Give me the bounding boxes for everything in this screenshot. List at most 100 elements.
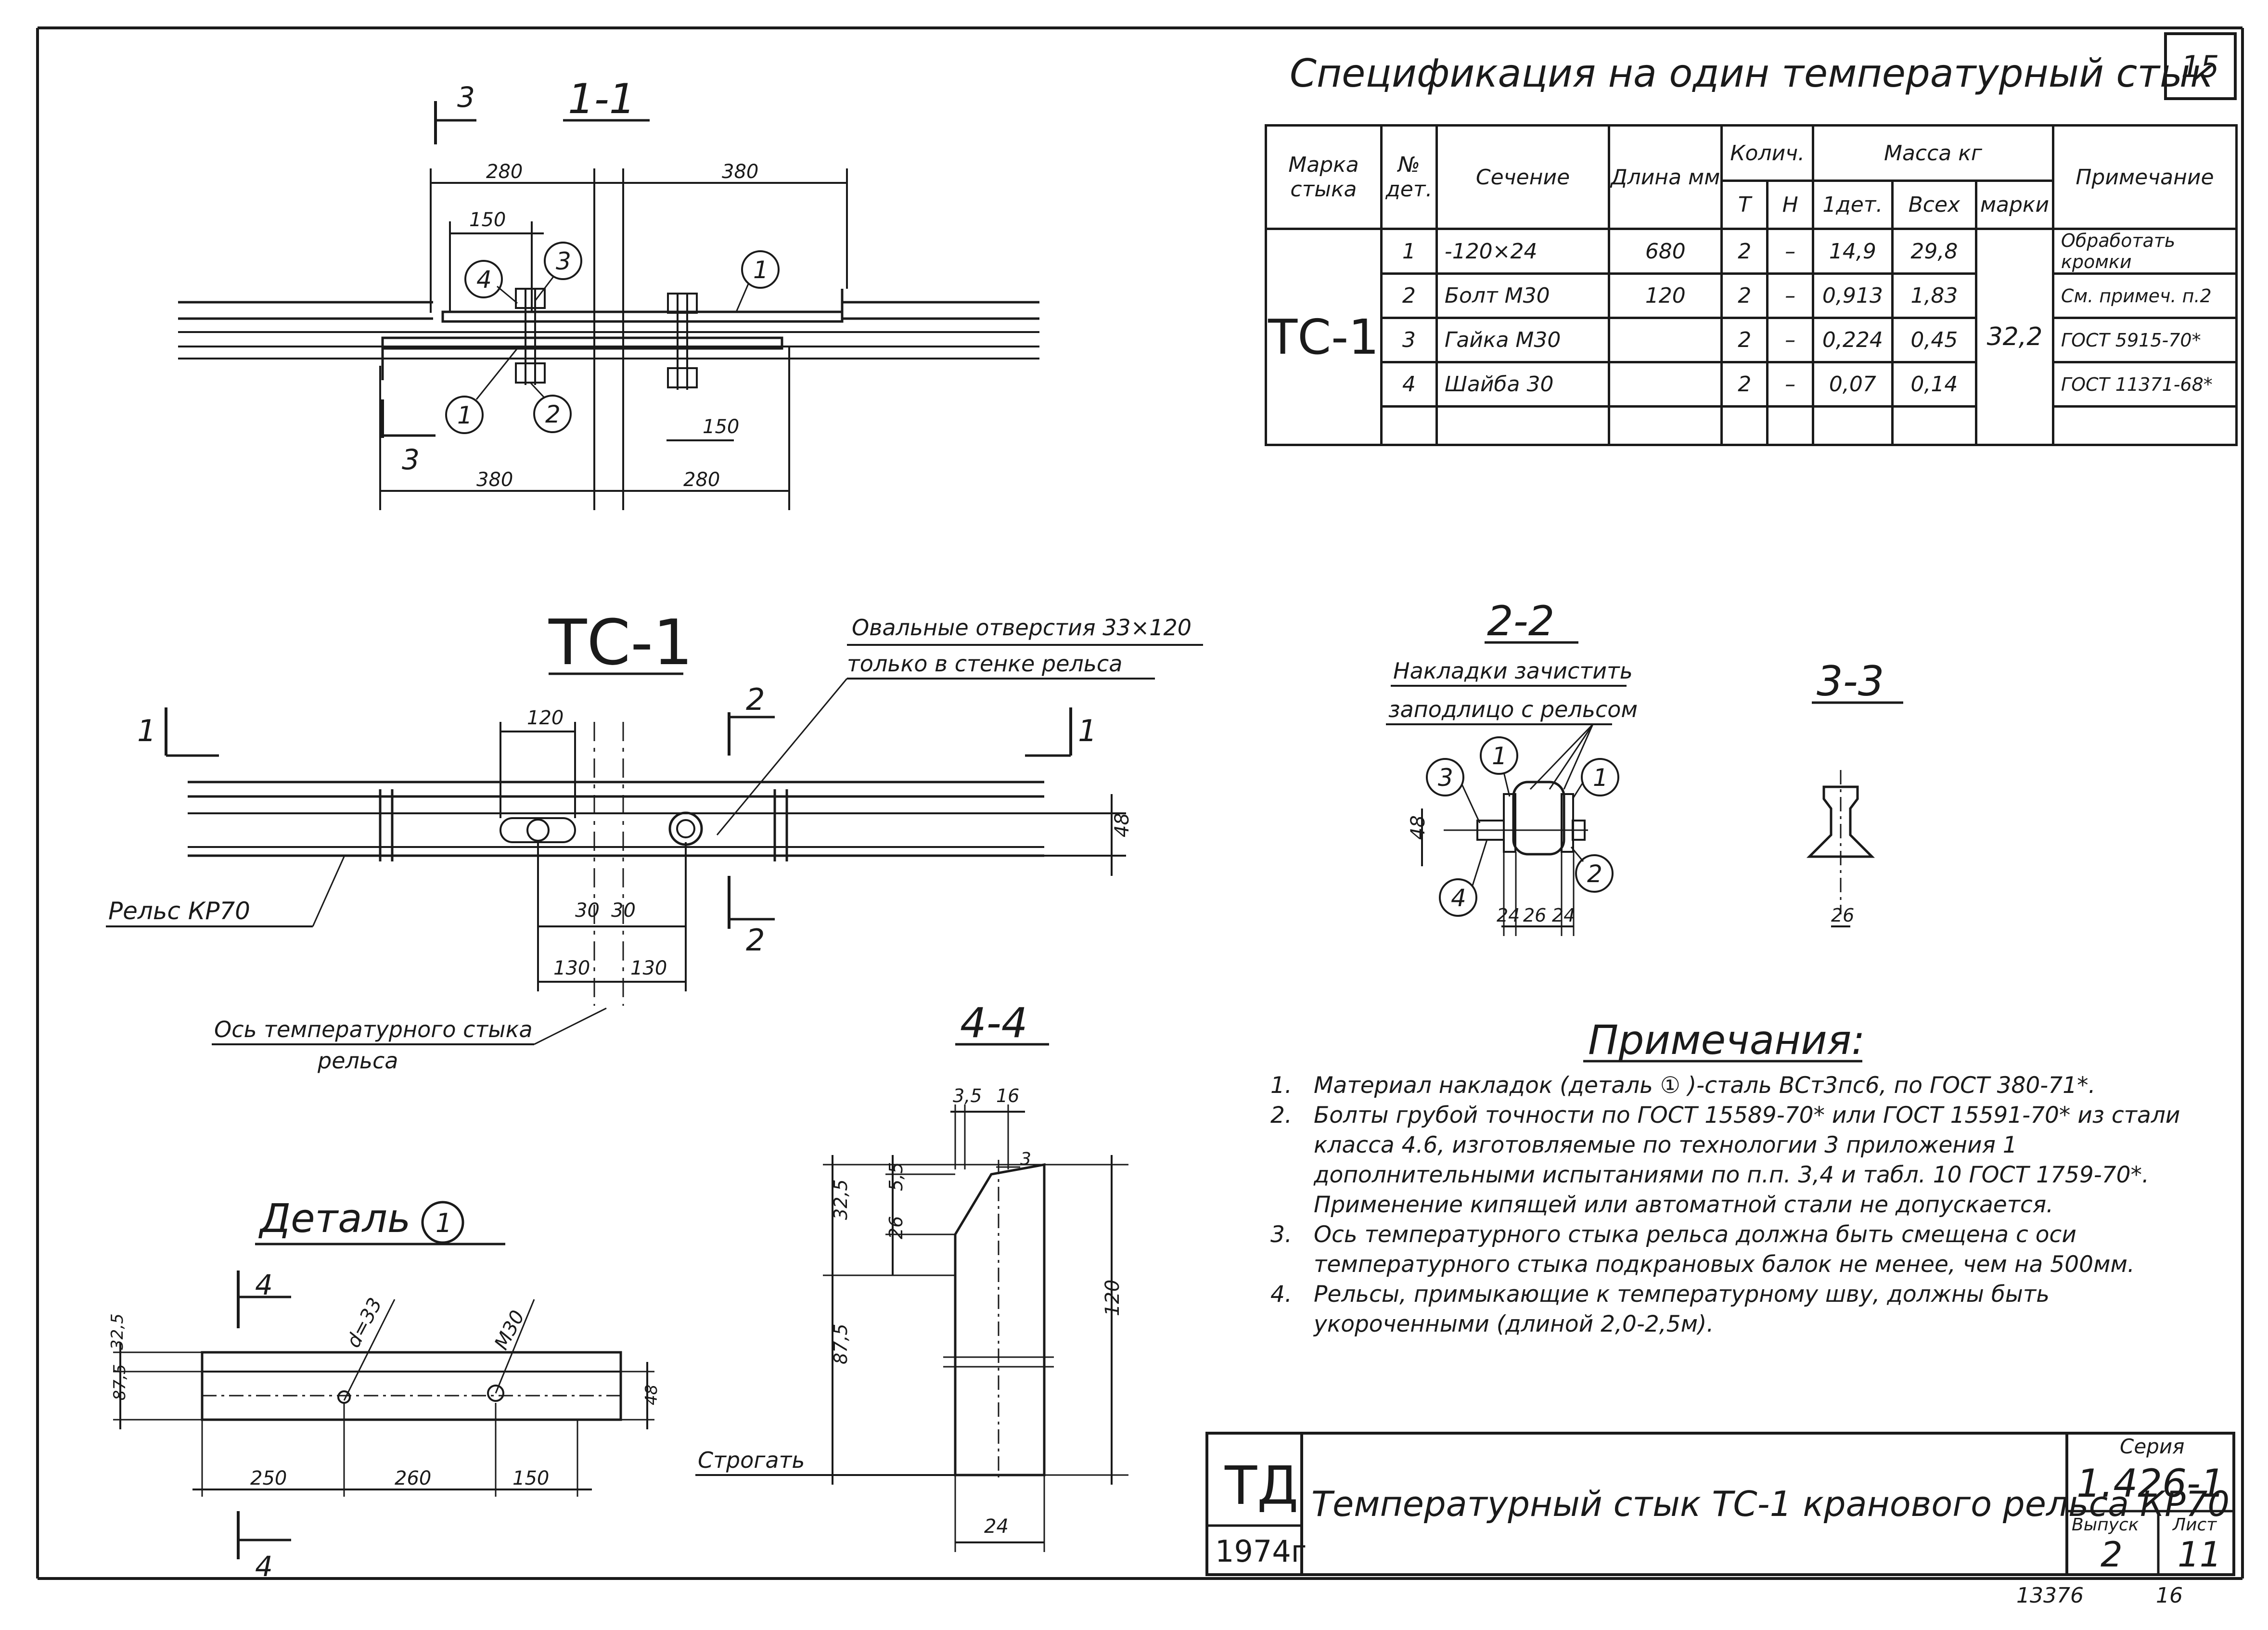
row-n: – xyxy=(1766,272,1815,319)
section-3-3-title: 3-3 xyxy=(1817,657,1884,706)
cut-3-top-label: 3 xyxy=(457,81,475,114)
row-t: 2 xyxy=(1720,317,1769,363)
dim-120: 120 xyxy=(527,707,564,729)
callout-1-s22-left: 1 xyxy=(1492,742,1507,770)
table-row: 2 xyxy=(1380,272,1438,319)
empty-cell xyxy=(2051,405,2238,446)
dim-87-5-s44: 87,5 xyxy=(830,1323,851,1364)
header-num: № дет. xyxy=(1380,124,1438,230)
dim-24-s22-left: 24 xyxy=(1497,905,1520,926)
section-4-4: 4-4 3,5 16 3 5,5 26 32,5 87,5 120 xyxy=(695,999,1128,1552)
section-2-2: 2-2 Накладки зачистить заподлицо с рельс… xyxy=(1386,597,1638,936)
row-one: 0,224 xyxy=(1812,317,1894,363)
detail-1: Деталь 1 4 4 d=33 М30 32,5 87,5 48 xyxy=(108,1196,661,1583)
dim-30-left: 30 xyxy=(575,899,600,922)
dim-120-s44: 120 xyxy=(1102,1280,1124,1316)
dim-3-5: 3,5 xyxy=(953,1085,982,1106)
note-text: Ось температурного стыка рельса должна б… xyxy=(1314,1221,2135,1278)
empty-cell xyxy=(1891,405,1978,446)
cut-4-bottom-label: 4 xyxy=(255,1550,273,1583)
header-qty: Колич. xyxy=(1720,124,1815,182)
row-all: 29,8 xyxy=(1891,228,1978,275)
dim-380-top: 380 xyxy=(722,161,758,183)
cut-2-bottom-label: 2 xyxy=(746,923,765,958)
header-mark: Марка стыка xyxy=(1265,124,1383,230)
sheet-frame xyxy=(36,26,2244,1580)
dim-24-s44: 24 xyxy=(984,1515,1009,1538)
header-section: Сечение xyxy=(1435,124,1611,230)
mark-cell: ТС-1 xyxy=(1265,228,1383,446)
callout-4-s22: 4 xyxy=(1451,884,1466,912)
note-item: 1. Материал накладок (деталь ① )-сталь В… xyxy=(1270,1071,2185,1101)
dim-48-plan: 48 xyxy=(1111,813,1133,837)
dim-30-right: 30 xyxy=(611,899,636,922)
callout-1-s22-right: 1 xyxy=(1593,764,1608,792)
callout-2-bottom: 2 xyxy=(545,400,561,428)
note-number: 3. xyxy=(1270,1221,1292,1248)
detail-title: Деталь xyxy=(258,1196,410,1242)
row-t: 2 xyxy=(1720,272,1769,319)
oval-note-line-2: только в стенке рельса xyxy=(847,651,1122,677)
stamp-sheet: 11 xyxy=(2178,1534,2222,1575)
archive-page: 16 xyxy=(2156,1583,2183,1608)
row-section: Болт М30 xyxy=(1435,272,1611,319)
rail-label: Рельс КР70 xyxy=(108,897,250,925)
note-text: Рельсы, примыкающие к температурному шву… xyxy=(1314,1281,2050,1337)
dim-130-left: 130 xyxy=(553,957,590,979)
row-one: 0,07 xyxy=(1812,361,1894,408)
cut-4-top-label: 4 xyxy=(255,1269,273,1301)
note-number: 4. xyxy=(1270,1281,1292,1308)
section-3-3: 3-3 26 xyxy=(1806,657,1903,927)
weld-mark: 3 xyxy=(1020,1149,1031,1169)
hole-label: d=33 xyxy=(342,1294,386,1351)
row-section: Шайба 30 xyxy=(1435,361,1611,408)
row-n: – xyxy=(1766,228,1815,275)
row-t: 2 xyxy=(1720,361,1769,408)
detail-number: 1 xyxy=(436,1208,452,1238)
dim-380-bottom: 380 xyxy=(476,469,513,491)
note-item: 3. Ось температурного стыка рельса должн… xyxy=(1270,1220,2185,1280)
row-all: 1,83 xyxy=(1891,272,1978,319)
dim-26-s33: 26 xyxy=(1831,905,1854,926)
stamp-year: 1974г xyxy=(1215,1534,1307,1569)
cut-1-left-label: 1 xyxy=(137,713,156,748)
stamp-series-label: Серия xyxy=(2120,1435,2184,1458)
dim-130-right: 130 xyxy=(630,957,667,979)
stamp-issue: 2 xyxy=(2101,1534,2123,1575)
section-4-4-title: 4-4 xyxy=(960,999,1027,1047)
notes-title: Примечания: xyxy=(1588,1016,1865,1064)
section-2-2-note-1: Накладки зачистить xyxy=(1393,658,1633,684)
header-length: Длина мм xyxy=(1608,124,1723,230)
plane-label: Строгать xyxy=(698,1447,805,1473)
row-section: Гайка М30 xyxy=(1435,317,1611,363)
row-section: -120×24 xyxy=(1435,228,1611,275)
bolt-label: М30 xyxy=(490,1307,529,1353)
row-note: Обработать кромки xyxy=(2051,228,2238,275)
note-text: Болты грубой точности по ГОСТ 15589-70* … xyxy=(1314,1102,2180,1218)
row-one: 0,913 xyxy=(1812,272,1894,319)
mark-mass: 32,2 xyxy=(1975,228,2054,446)
sheet-number: 15 xyxy=(2181,49,2219,84)
row-length xyxy=(1608,317,1723,363)
dim-150-detail: 150 xyxy=(513,1467,549,1489)
header-qty-t: Т xyxy=(1720,180,1769,230)
title-stamp: ТД 1974г Температурный стык ТС-1 краново… xyxy=(1205,1432,2235,1576)
section-2-2-title: 2-2 xyxy=(1487,597,1554,645)
archive-number: 13376 xyxy=(2016,1583,2084,1608)
header-mass-one: 1дет. xyxy=(1812,180,1894,230)
empty-cell xyxy=(1608,405,1723,446)
row-note: ГОСТ 5915-70* xyxy=(2051,317,2238,363)
sheet-number-box: 15 xyxy=(2164,32,2237,100)
dim-32-5-s44: 32,5 xyxy=(830,1179,851,1220)
row-n: – xyxy=(1766,361,1815,408)
empty-cell xyxy=(1766,405,1815,446)
dim-150-top: 150 xyxy=(469,209,506,231)
cut-3-bottom-label: 3 xyxy=(402,443,420,476)
empty-cell xyxy=(1812,405,1894,446)
dim-26-s22: 26 xyxy=(1523,905,1546,926)
dim-250: 250 xyxy=(250,1467,287,1489)
header-qty-n: Н xyxy=(1766,180,1815,230)
plan-tc-1: ТС-1 Овальные отверстия 33×120 только в … xyxy=(106,606,1203,1074)
dim-280-bottom: 280 xyxy=(683,469,720,491)
dim-87-5-detail: 87,5 xyxy=(110,1364,129,1400)
